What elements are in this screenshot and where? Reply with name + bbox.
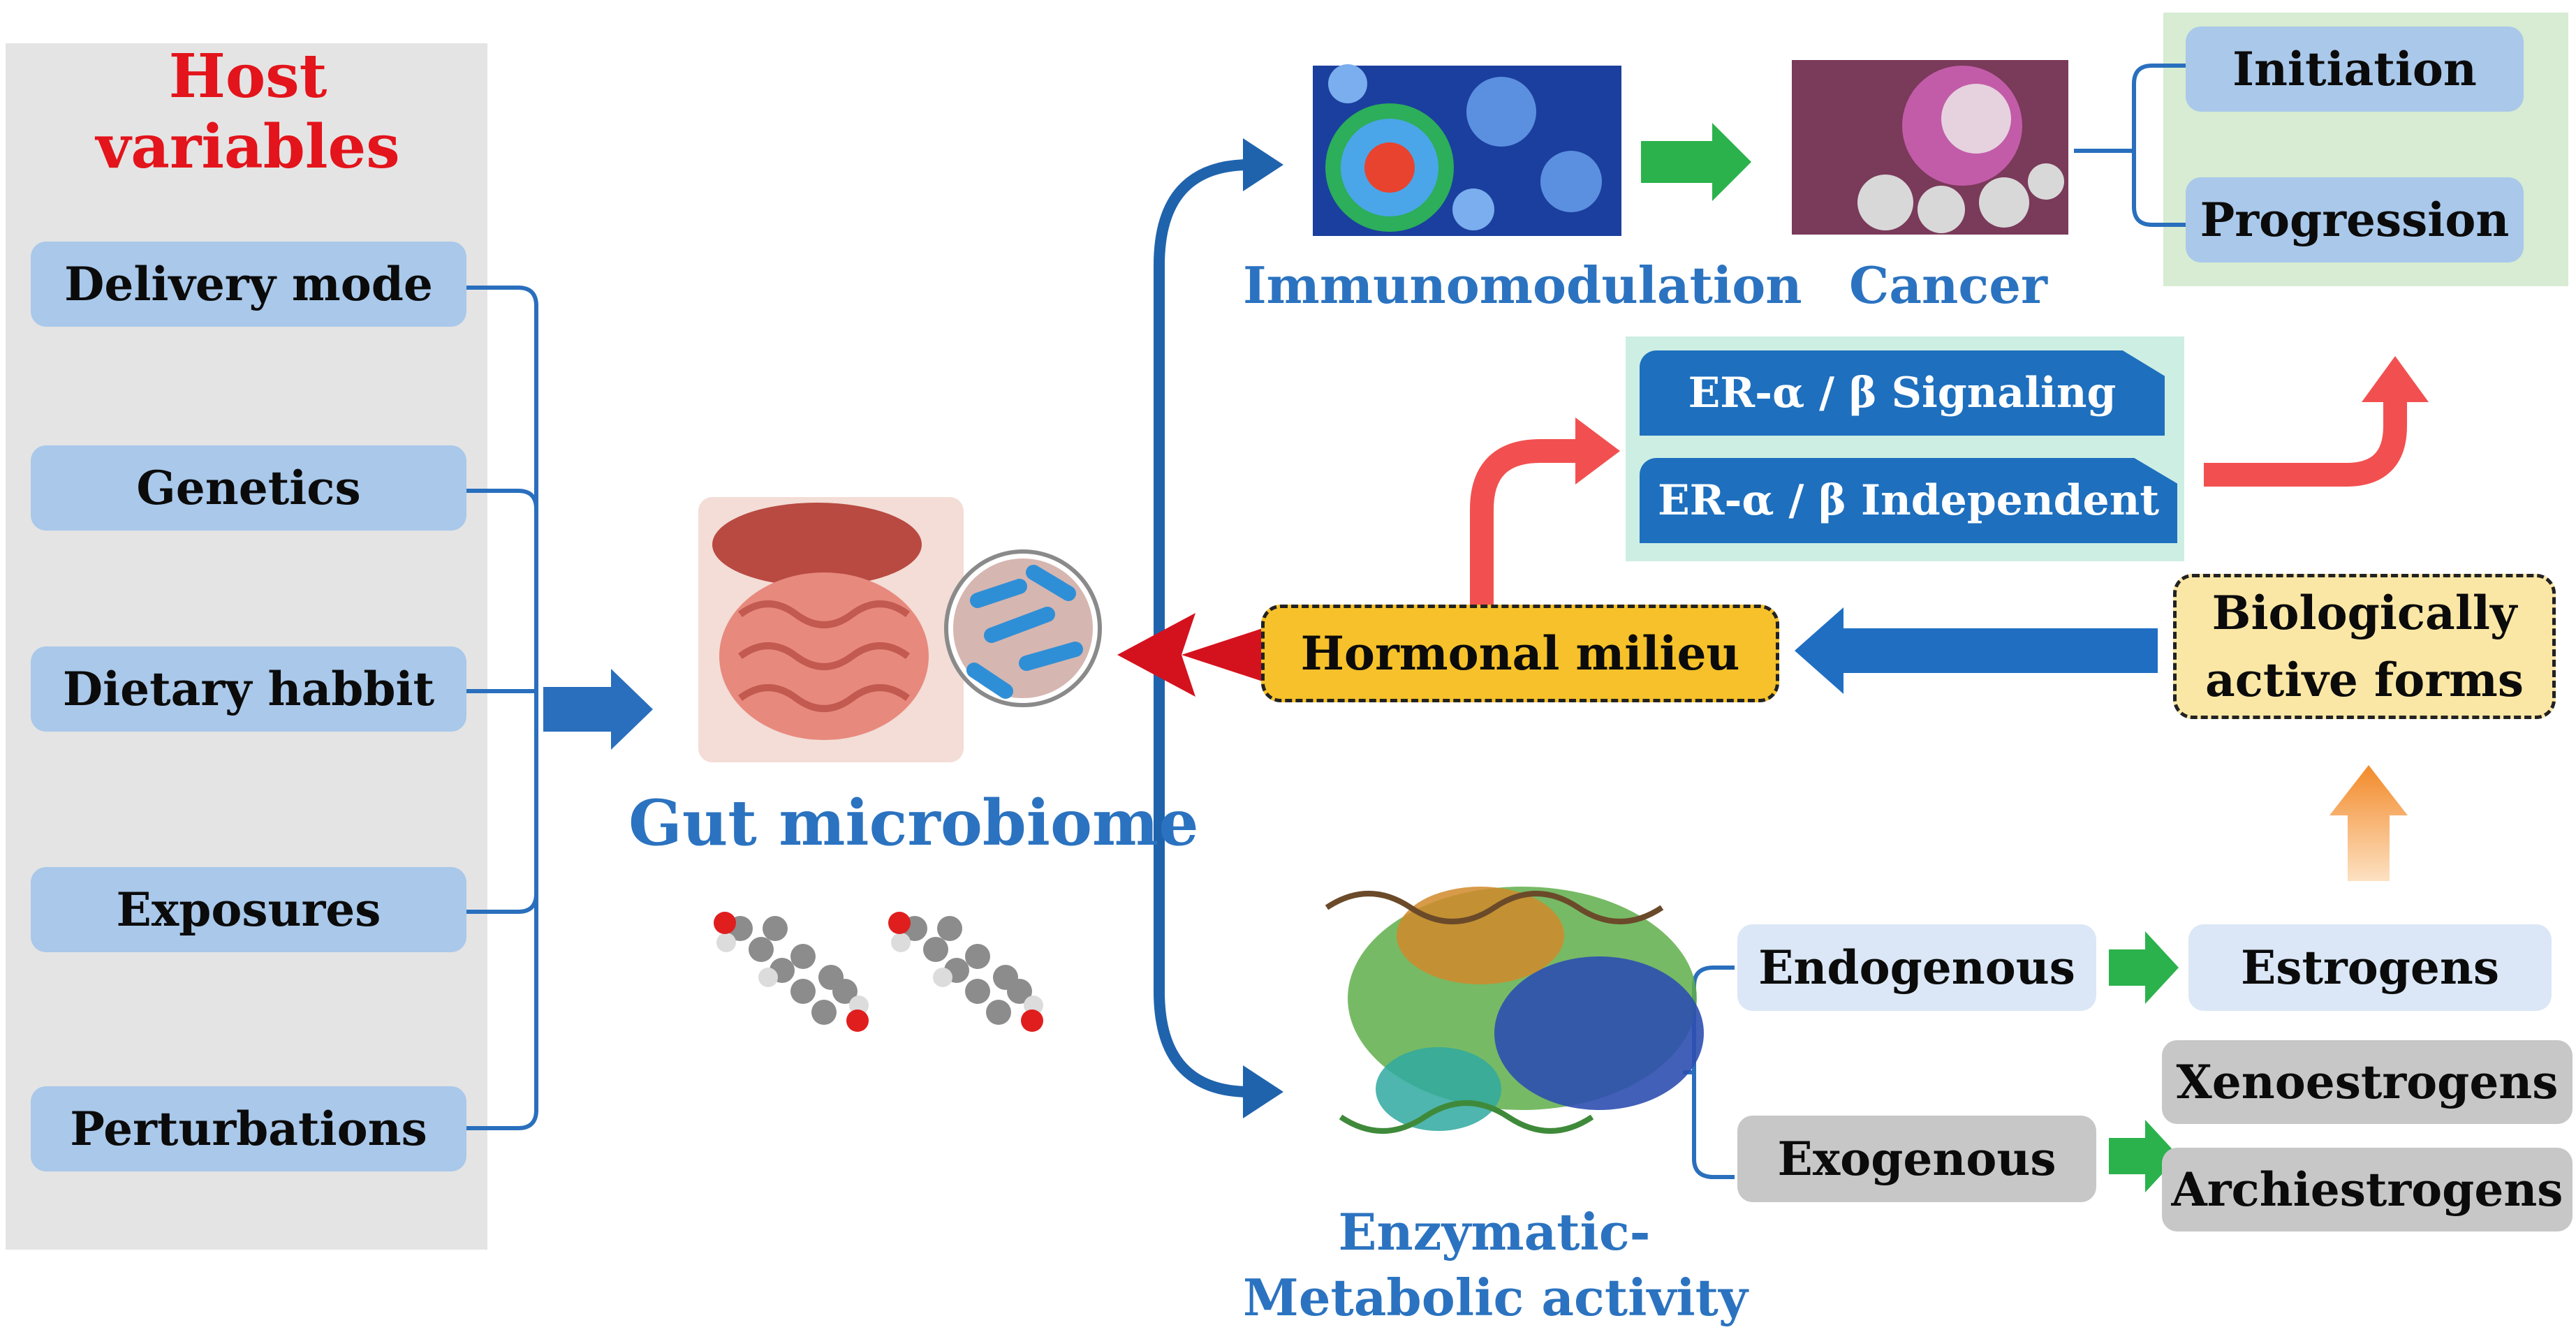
host-item-genetics: Genetics <box>31 445 466 531</box>
enzymatic-label-line2: Metabolic activity <box>1243 1268 1748 1327</box>
exogenous-box: Exogenous <box>1737 1116 2096 1202</box>
exogenous-to-xeno-arrow <box>2109 1120 2179 1192</box>
hormonal-milieu-box: Hormonal milieu <box>1261 605 1779 702</box>
immuno-to-cancer-arrow <box>1641 123 1751 201</box>
enzyme-protein-image <box>1325 887 1704 1134</box>
hormonal-to-microbiome-arrow <box>1117 613 1195 697</box>
hormonal-to-signaling-arrow <box>1470 439 1580 605</box>
microbiome-illustration <box>698 497 1102 762</box>
host-variables-title: Host variables <box>96 41 400 182</box>
signaling-to-outcome-arrow <box>2204 398 2407 487</box>
estrogen-molecule <box>888 912 1043 1032</box>
er-signaling-tab: ER-α / β Signaling <box>1640 350 2165 436</box>
host-item-dietary-habbit: Dietary habbit <box>31 646 466 732</box>
bioactive-to-hormonal-arrow <box>1795 607 2158 694</box>
branch-lines <box>1154 159 1256 1097</box>
estrogens-to-bioactive-arrow <box>2330 765 2408 881</box>
enzymatic-label-line1: Enzymatic- <box>1338 1202 1651 1262</box>
outcome-initiation: Initiation <box>2186 27 2524 112</box>
estrogens-box: Estrogens <box>2188 924 2552 1011</box>
xenoestrogens-box: Xenoestrogens <box>2162 1040 2573 1124</box>
host-item-exposures: Exposures <box>31 867 466 952</box>
immunomodulation-label: Immunomodulation <box>1243 256 1802 315</box>
cancer-bracket <box>2074 64 2186 227</box>
cancer-label: Cancer <box>1849 256 2047 315</box>
bioactive-forms-box: Biologically active forms <box>2173 574 2556 719</box>
er-independent-tab: ER-α / β Independent <box>1640 458 2177 543</box>
host-item-perturbations: Perturbations <box>31 1086 466 1171</box>
immune-cell-image <box>1313 64 1621 236</box>
cancer-cell-image <box>1792 60 2068 235</box>
gut-microbiome-label: Gut microbiome <box>628 786 1199 860</box>
endogenous-box: Endogenous <box>1737 924 2096 1011</box>
branch-arrowhead-top <box>1243 138 1283 191</box>
estrogen-molecule <box>714 912 869 1032</box>
endogenous-to-estrogens-arrow <box>2109 931 2179 1004</box>
archiestrogens-box: Archiestrogens <box>2162 1148 2573 1231</box>
bioactive-line1: Biologically <box>2211 586 2517 640</box>
host-item-delivery-mode: Delivery mode <box>31 242 466 327</box>
outcome-progression: Progression <box>2186 177 2524 262</box>
branch-arrowhead-bottom <box>1243 1065 1283 1118</box>
bioactive-line2: active forms <box>2205 653 2524 707</box>
host-to-microbiome-arrow <box>543 669 653 750</box>
host-bracket <box>466 286 538 1130</box>
